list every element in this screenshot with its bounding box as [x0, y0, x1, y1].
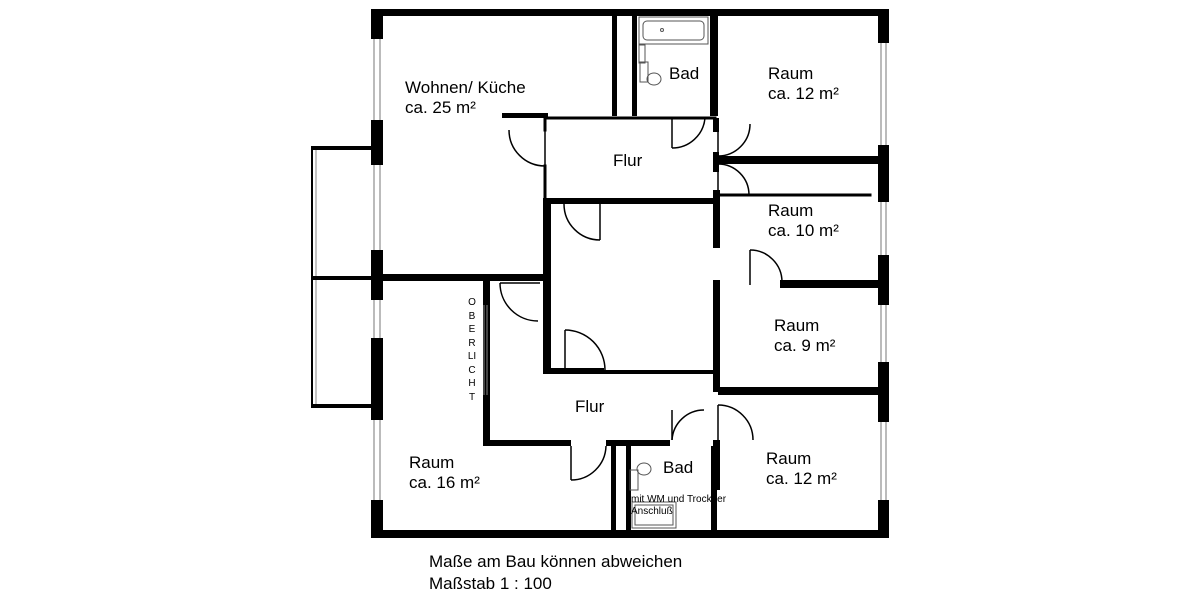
footer-disclaimer: Maße am Bau können abweichen — [429, 552, 683, 571]
room-name: Bad — [669, 64, 700, 83]
room-name: Flur — [613, 151, 643, 170]
wall-right-2 — [878, 145, 889, 202]
room-label-bad-bottom: Bad — [663, 458, 693, 478]
footer-notes: Maße am Bau können abweichen Maßstab 1 :… — [429, 551, 682, 595]
room-label-flur-top: Flur — [613, 151, 642, 171]
room-area: ca. 25 m² — [405, 98, 476, 118]
oberlicht-window — [483, 305, 488, 395]
room-name: Raum — [768, 201, 814, 220]
room-area: ca. 12 m² — [766, 469, 837, 489]
room-label-wohnen: Wohnen/ Küche ca. 25 m² — [405, 78, 526, 119]
wall-left-2 — [371, 120, 383, 165]
wall-right-4 — [878, 362, 889, 422]
note-line-1: mit WM und Trockner — [631, 494, 727, 505]
room-area: ca. 10 m² — [768, 221, 839, 241]
bad-bottom-fixtures — [629, 462, 677, 529]
room-label-flur-bottom: Flur — [575, 397, 604, 417]
room-label-raum-12-top: Raum ca. 12 m² — [768, 64, 839, 105]
room-name: Wohnen/ Küche — [405, 78, 526, 97]
wall-left-4 — [371, 338, 383, 420]
walls — [371, 9, 889, 538]
wall-top — [371, 9, 889, 16]
room-label-raum-10: Raum ca. 10 m² — [768, 201, 839, 242]
oberlicht-label: OBERLICHT — [467, 297, 477, 403]
door-swings — [499, 117, 783, 481]
wall-left-3 — [371, 250, 383, 300]
room-name: Raum — [409, 453, 455, 472]
windows-right — [880, 43, 887, 500]
room-label-raum-16: Raum ca. 16 m² — [409, 453, 480, 494]
room-area: ca. 16 m² — [409, 473, 480, 493]
room-name: Raum — [768, 64, 814, 83]
wall-left-1 — [371, 9, 383, 39]
room-area: ca. 12 m² — [768, 84, 839, 104]
room-label-raum-9: Raum ca. 9 m² — [774, 316, 835, 357]
wall-right-5 — [878, 500, 889, 538]
room-label-raum-12-bottom: Raum ca. 12 m² — [766, 449, 837, 490]
windows-left — [373, 39, 381, 500]
wall-right-1 — [878, 9, 889, 43]
room-label-bad-top: Bad — [669, 64, 699, 84]
wall-left-5 — [371, 500, 383, 538]
thin-walls — [543, 116, 872, 200]
note-line-2: Anschluß — [631, 505, 673, 517]
wall-right-3 — [878, 255, 889, 305]
bad-top-fixtures — [638, 16, 709, 86]
bad-bottom-note: mit WM und Trockner Anschluß — [631, 494, 726, 517]
room-name: Bad — [663, 458, 694, 477]
balconies — [311, 146, 371, 408]
footer-scale: Maßstab 1 : 100 — [429, 574, 552, 594]
room-name: Raum — [766, 449, 812, 468]
room-name: Raum — [774, 316, 820, 335]
wall-bottom — [371, 530, 889, 538]
room-area: ca. 9 m² — [774, 336, 836, 356]
room-name: Flur — [575, 397, 605, 416]
